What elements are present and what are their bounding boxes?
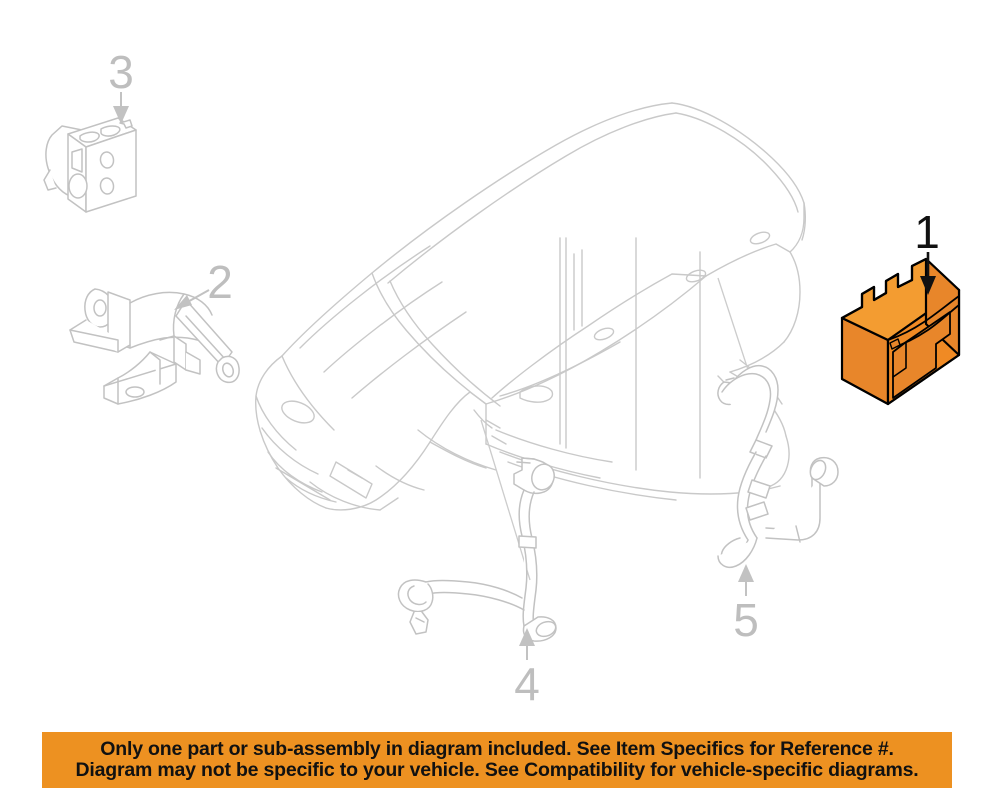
notice-line-2: Diagram may not be specific to your vehi… (75, 759, 919, 781)
callout-arrow-3 (113, 92, 129, 124)
notice-line-1: Only one part or sub-assembly in diagram… (100, 737, 894, 760)
leader-line-part-4 (480, 419, 531, 581)
callout-arrow-2 (174, 289, 210, 310)
leader-line-part-5 (717, 277, 753, 383)
part-5-rear-wheel-speed-sensor (717, 364, 839, 568)
callout-number-2: 2 (207, 256, 233, 308)
callout-arrow-5 (738, 564, 754, 596)
callout-number-1: 1 (914, 206, 940, 258)
callout-arrow-1 (920, 252, 936, 295)
part-4-front-wheel-speed-sensor (397, 457, 557, 642)
vehicle-outline (255, 102, 807, 511)
diagram-notice-banner: Only one part or sub-assembly in diagram… (42, 732, 952, 788)
part-1-abs-control-module (840, 257, 961, 406)
callout-number-5: 5 (733, 594, 759, 646)
callout-number-3: 3 (108, 46, 134, 98)
callout-number-4: 4 (514, 658, 540, 710)
part-3-hydraulic-control-unit (43, 117, 137, 213)
leader-lines (480, 277, 753, 581)
callout-arrow-4 (519, 628, 535, 660)
part-2-sensor-bracket-assembly (69, 288, 240, 405)
